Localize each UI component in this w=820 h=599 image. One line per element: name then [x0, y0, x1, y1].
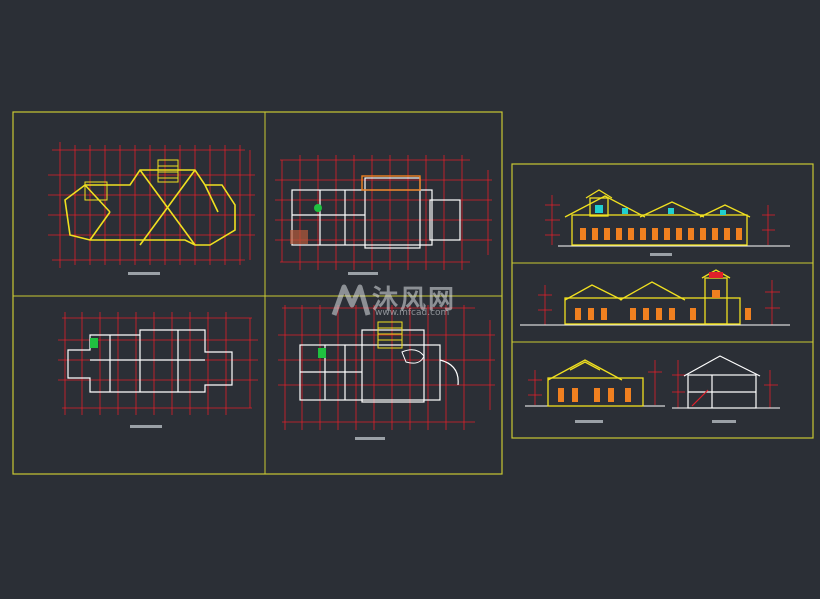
roof-plan[interactable]	[48, 142, 255, 275]
foundation-title-bar	[130, 425, 162, 428]
plan-sheet	[12, 111, 503, 475]
first-floor-stair	[290, 230, 308, 244]
roof-lantern	[157, 159, 179, 183]
roof-outline	[64, 169, 236, 246]
north-elevation-tower-top	[709, 272, 723, 278]
section-structure	[683, 355, 761, 409]
second-floor-dimensions	[278, 305, 495, 430]
north-elevation-dimensions	[538, 280, 780, 325]
north-elevation[interactable]	[520, 269, 790, 326]
first-floor-title-bar	[348, 272, 378, 275]
south-elevation-upper-windows	[595, 205, 726, 215]
south-elevation-dimensions	[545, 195, 775, 245]
elevation-sheet-frame	[511, 163, 814, 439]
first-floor-green-fixture	[314, 204, 322, 212]
east-elevation-dimensions	[528, 360, 662, 405]
foundation-dimensions	[58, 312, 258, 415]
east-elevation-windows	[558, 388, 631, 402]
south-elevation-windows	[580, 228, 742, 240]
plan-sheet-frame	[12, 111, 503, 475]
south-elevation-outline	[564, 189, 751, 246]
second-floor-title-bar	[355, 437, 385, 440]
watermark-url: www.mfcad.com	[375, 308, 450, 318]
elevation-sheet	[511, 163, 814, 439]
south-elevation-title-bar	[650, 253, 672, 256]
section-title-bar	[712, 420, 736, 423]
section-dimensions	[672, 360, 778, 408]
second-floor-walls	[299, 329, 459, 403]
first-floor-plan[interactable]	[275, 155, 492, 275]
north-elevation-outline	[564, 269, 741, 325]
watermark-brand: 沐风网	[372, 285, 457, 315]
first-floor-entrance	[361, 175, 421, 191]
south-elevation[interactable]	[545, 189, 790, 256]
first-floor-walls	[291, 177, 461, 249]
east-elevation-outline	[547, 359, 644, 407]
east-elevation-title-bar	[575, 420, 603, 423]
east-elevation[interactable]	[525, 359, 665, 423]
second-floor-stair	[377, 321, 403, 349]
section-stair	[691, 389, 709, 407]
foundation-plan[interactable]	[58, 312, 258, 428]
second-floor-planter	[401, 349, 425, 364]
roof-plan-dimensions	[48, 142, 255, 268]
foundation-green-block	[90, 338, 98, 348]
second-floor-plan[interactable]	[278, 305, 495, 440]
foundation-walls	[67, 329, 233, 393]
first-floor-dimensions	[275, 155, 492, 270]
mf-logo-icon	[331, 284, 371, 316]
roof-plan-title-bar	[128, 272, 160, 275]
north-elevation-windows	[575, 290, 751, 320]
roof-stair-tower	[84, 181, 108, 201]
second-floor-green-block	[318, 348, 326, 358]
building-section[interactable]	[672, 355, 780, 423]
